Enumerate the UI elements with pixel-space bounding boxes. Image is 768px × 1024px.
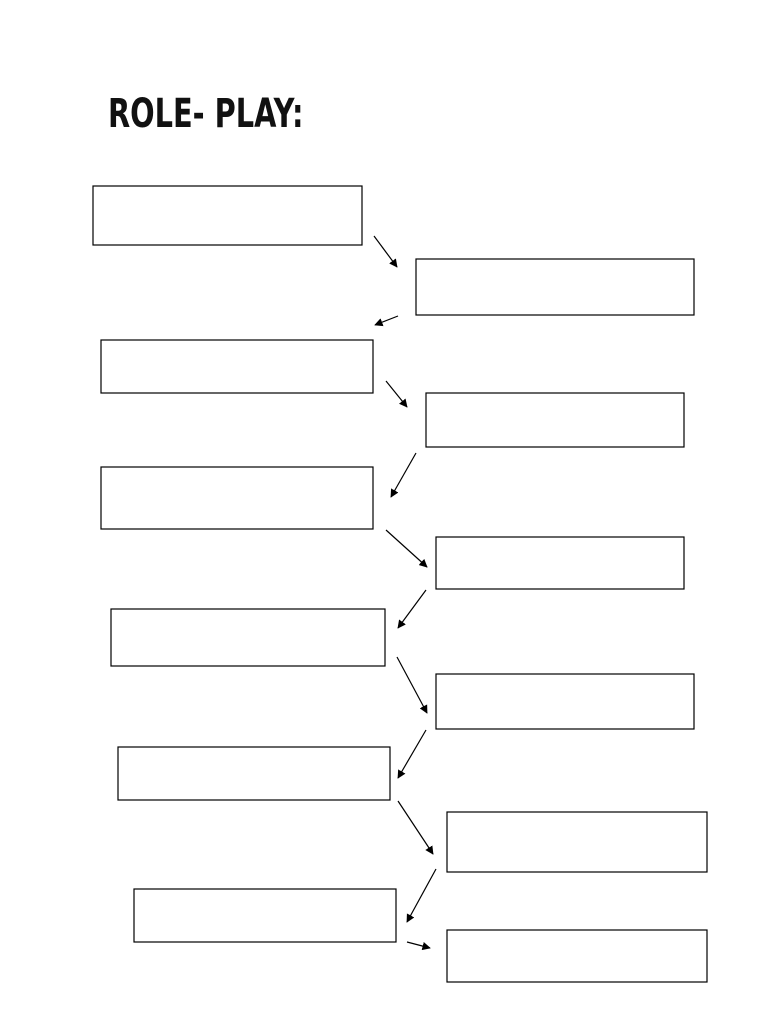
arrow-7-to-8 bbox=[396, 656, 428, 714]
step-box-5[interactable] bbox=[100, 466, 374, 530]
step-box-12[interactable] bbox=[446, 929, 708, 983]
step-box-10[interactable] bbox=[446, 811, 708, 873]
arrow-4-to-5 bbox=[390, 452, 417, 498]
arrow-8-to-9 bbox=[397, 729, 427, 779]
step-box-3[interactable] bbox=[100, 339, 374, 394]
step-box-7[interactable] bbox=[110, 608, 386, 667]
step-box-11[interactable] bbox=[133, 888, 397, 943]
step-box-8[interactable] bbox=[435, 673, 695, 730]
step-box-6[interactable] bbox=[435, 536, 685, 590]
arrow-1-to-2 bbox=[373, 235, 398, 268]
arrow-9-to-10 bbox=[397, 800, 434, 855]
step-box-4[interactable] bbox=[425, 392, 685, 448]
step-box-9[interactable] bbox=[117, 746, 391, 801]
arrow-6-to-7 bbox=[397, 589, 427, 629]
arrow-3-to-4 bbox=[385, 380, 408, 408]
step-box-2[interactable] bbox=[415, 258, 695, 316]
step-box-1[interactable] bbox=[92, 185, 363, 246]
arrow-2-to-3 bbox=[374, 315, 399, 327]
arrow-10-to-11 bbox=[406, 868, 437, 923]
page-title: ROLE- PLAY: bbox=[108, 91, 304, 137]
arrow-5-to-6 bbox=[385, 529, 428, 568]
arrow-11-to-12 bbox=[406, 941, 431, 951]
